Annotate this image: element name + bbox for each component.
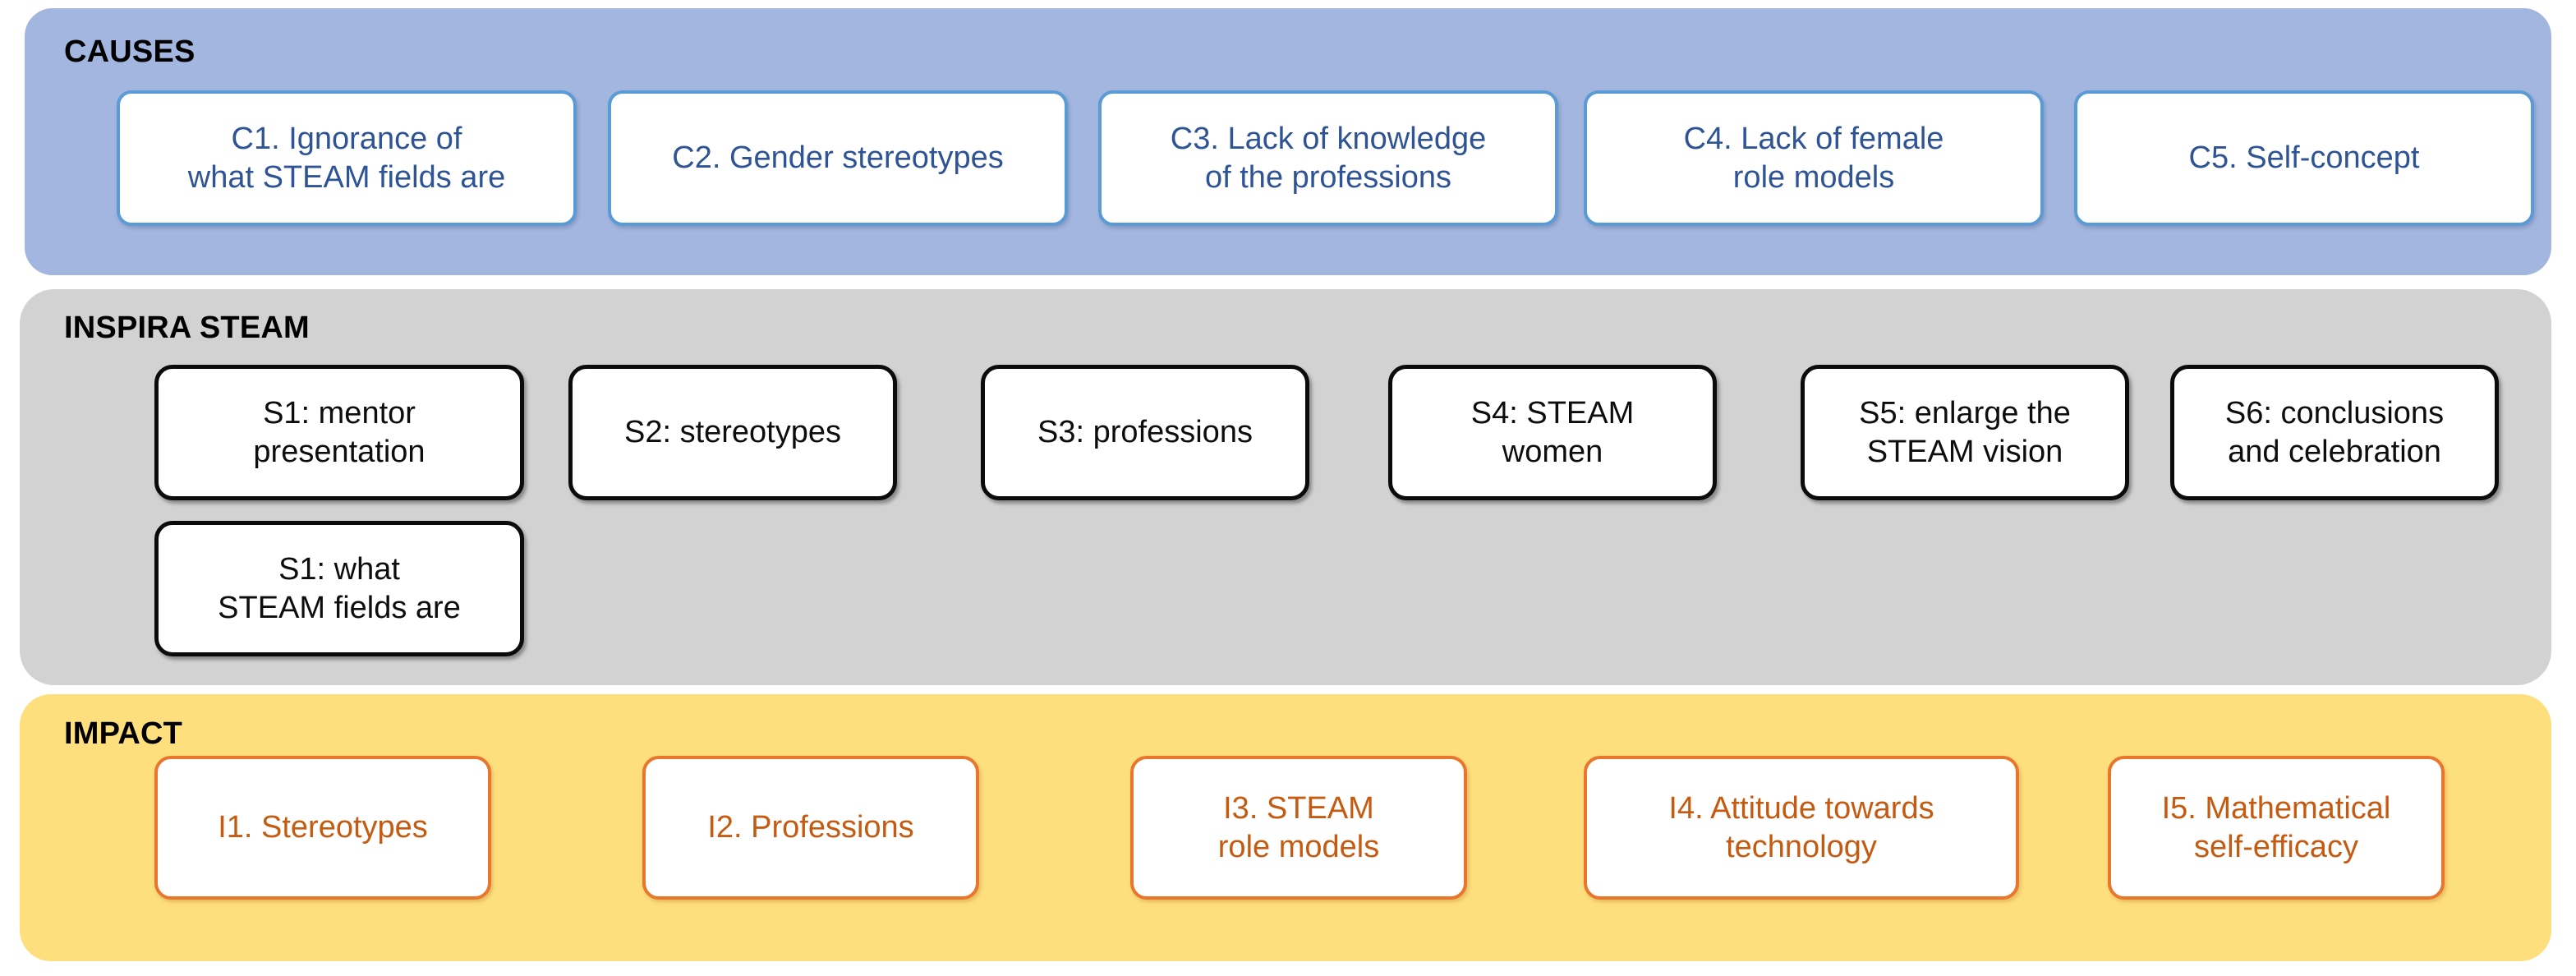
impact-box-label: I5. Mathematical self-efficacy (2161, 791, 2391, 864)
impact-box-i2[interactable]: I2. Professions (642, 756, 979, 900)
session-box-label: S6: conclusions and celebration (2224, 396, 2445, 469)
impact-band-label: IMPACT (64, 716, 183, 751)
cause-box-label: C3. Lack of knowledge of the professions (1170, 122, 1487, 195)
cause-box-c1[interactable]: C1. Ignorance of what STEAM fields are (117, 90, 577, 226)
cause-box-c4[interactable]: C4. Lack of female role models (1584, 90, 2044, 226)
session-box-s4[interactable]: S4: STEAM women (1388, 365, 1717, 500)
impact-box-i4[interactable]: I4. Attitude towards technology (1584, 756, 2019, 900)
session-box-s3[interactable]: S3: professions (981, 365, 1309, 500)
cause-box-label: C1. Ignorance of what STEAM fields are (187, 122, 506, 195)
impact-box-label: I3. STEAM role models (1217, 791, 1380, 864)
impact-box-label: I2. Professions (707, 810, 914, 845)
session-box-label: S1: what STEAM fields are (218, 552, 461, 625)
session-box-label: S5: enlarge the STEAM vision (1859, 396, 2071, 469)
session-box-s1b[interactable]: S1: what STEAM fields are (154, 521, 524, 656)
cause-box-c5[interactable]: C5. Self-concept (2074, 90, 2534, 226)
causes-band-label: CAUSES (64, 35, 196, 69)
impact-box-i1[interactable]: I1. Stereotypes (154, 756, 491, 900)
cause-box-c3[interactable]: C3. Lack of knowledge of the professions (1098, 90, 1558, 226)
session-box-label: S3: professions (1037, 415, 1253, 450)
impact-box-label: I4. Attitude towards technology (1668, 791, 1934, 864)
cause-box-label: C5. Self-concept (2188, 140, 2420, 176)
session-box-label: S1: mentor presentation (253, 396, 426, 469)
session-box-label: S4: STEAM women (1470, 396, 1635, 469)
impact-box-i5[interactable]: I5. Mathematical self-efficacy (2108, 756, 2445, 900)
cause-box-c2[interactable]: C2. Gender stereotypes (608, 90, 1068, 226)
session-box-s1a[interactable]: S1: mentor presentation (154, 365, 524, 500)
session-box-s5[interactable]: S5: enlarge the STEAM vision (1801, 365, 2129, 500)
session-box-label: S2: stereotypes (623, 415, 842, 450)
cause-box-label: C4. Lack of female role models (1683, 122, 1944, 195)
inspira-steam-band-label: INSPIRA STEAM (64, 311, 310, 345)
impact-box-label: I1. Stereotypes (218, 810, 428, 845)
impact-box-i3[interactable]: I3. STEAM role models (1130, 756, 1467, 900)
session-box-s2[interactable]: S2: stereotypes (568, 365, 897, 500)
cause-box-label: C2. Gender stereotypes (672, 140, 1004, 176)
session-box-s6[interactable]: S6: conclusions and celebration (2170, 365, 2499, 500)
